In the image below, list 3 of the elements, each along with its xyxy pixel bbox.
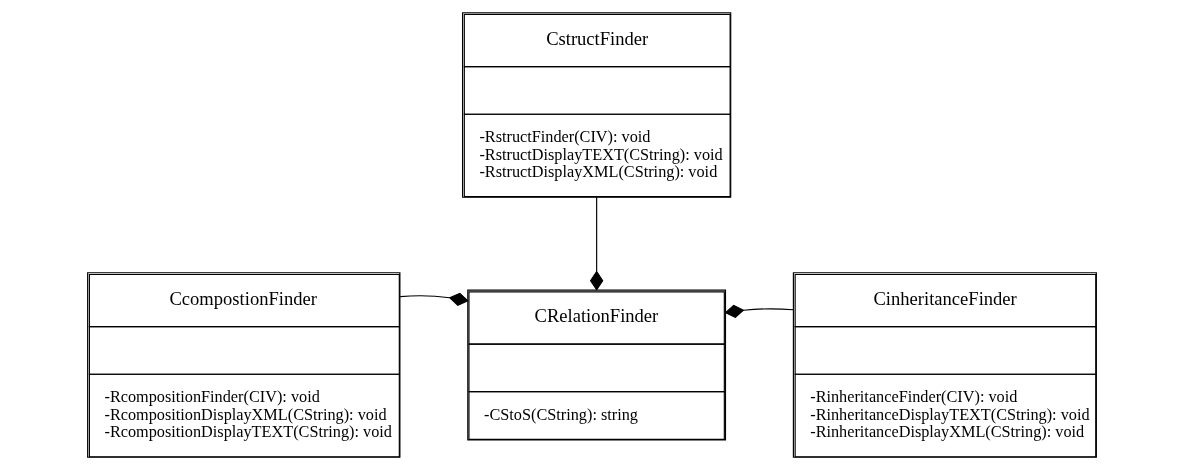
- connector: [724, 304, 794, 319]
- connector: [589, 196, 604, 291]
- connector: [399, 292, 469, 306]
